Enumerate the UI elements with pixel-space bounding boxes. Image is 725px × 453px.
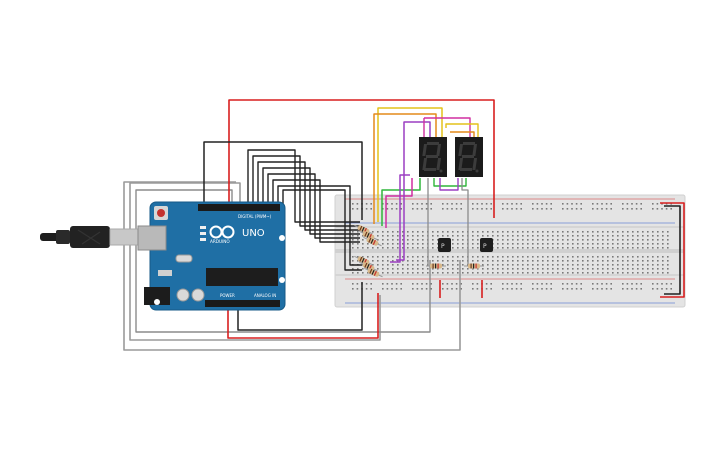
wire-red[interactable]	[660, 202, 685, 298]
brand-label: ARDUINO	[210, 239, 230, 244]
wire-yellow[interactable]	[377, 107, 443, 222]
usb-port	[137, 225, 167, 251]
wire-black[interactable]	[267, 173, 360, 239]
seven-segment-display-right[interactable]	[455, 137, 483, 177]
arduino-logo-icon	[209, 225, 235, 239]
mount-hole	[279, 277, 285, 283]
wire-purple[interactable]	[439, 178, 459, 191]
wire-black[interactable]	[282, 189, 362, 271]
wire-black[interactable]	[664, 205, 681, 295]
wire-gray[interactable]	[461, 178, 469, 265]
resistors	[353, 223, 484, 279]
resistor[interactable]	[353, 254, 373, 267]
capacitor-icon	[176, 288, 190, 302]
transistor-left[interactable]: P	[438, 238, 451, 252]
mount-hole	[279, 235, 285, 241]
wire-green[interactable]	[433, 178, 467, 187]
power-analog-header	[205, 300, 280, 307]
resistor[interactable]	[426, 263, 446, 269]
digital-label: DIGITAL (PWM~)	[238, 214, 272, 219]
reset-button-icon	[157, 209, 165, 217]
analog-label: ANALOG IN	[254, 293, 276, 298]
wire-black[interactable]	[237, 282, 363, 331]
resistor[interactable]	[353, 223, 373, 236]
model-label: UNO	[242, 228, 265, 239]
wire-purple[interactable]	[396, 121, 431, 261]
transistor-left-label: P	[441, 243, 445, 250]
wire-black[interactable]	[247, 149, 360, 223]
breadboard[interactable]	[334, 194, 686, 308]
wire-gray[interactable]	[135, 189, 431, 333]
wire-purple[interactable]	[390, 174, 410, 263]
breadboard-holes	[352, 203, 672, 290]
wire-black[interactable]	[257, 161, 360, 231]
wire-green[interactable]	[381, 178, 421, 226]
wire-red[interactable]	[228, 99, 495, 218]
microcontroller-chip	[206, 268, 278, 286]
transistor-right[interactable]: P	[480, 238, 493, 252]
mount-hole	[154, 299, 160, 305]
usb-cable[interactable]	[40, 226, 139, 248]
resistor[interactable]	[358, 260, 378, 273]
resistor[interactable]	[363, 266, 383, 279]
seven-segment-display-left[interactable]	[419, 137, 447, 177]
digital-header	[198, 204, 280, 211]
wire-red[interactable]	[227, 293, 379, 339]
wire-black[interactable]	[272, 179, 360, 243]
power-jack	[144, 287, 170, 305]
wire-black[interactable]	[262, 167, 360, 235]
regulator-icon	[158, 270, 172, 276]
arduino-board[interactable]: UNO ARDUINO DIGITAL (PWM~) POWER ANALOG …	[137, 201, 286, 311]
capacitor-icon	[191, 288, 205, 302]
wire-magenta[interactable]	[423, 117, 471, 140]
wire-orange[interactable]	[373, 113, 437, 224]
wire-black[interactable]	[203, 141, 363, 220]
wire-magenta[interactable]	[385, 178, 413, 228]
resistor[interactable]	[362, 235, 382, 248]
wires	[123, 99, 685, 351]
wire-black[interactable]	[277, 185, 362, 266]
transistor-right-label: P	[483, 243, 487, 250]
power-label: POWER	[220, 293, 235, 298]
wire-yellow[interactable]	[445, 123, 479, 140]
resistor[interactable]	[358, 229, 378, 242]
wire-gray[interactable]	[123, 181, 461, 351]
resistor[interactable]	[464, 263, 484, 269]
crystal-icon	[175, 254, 193, 263]
